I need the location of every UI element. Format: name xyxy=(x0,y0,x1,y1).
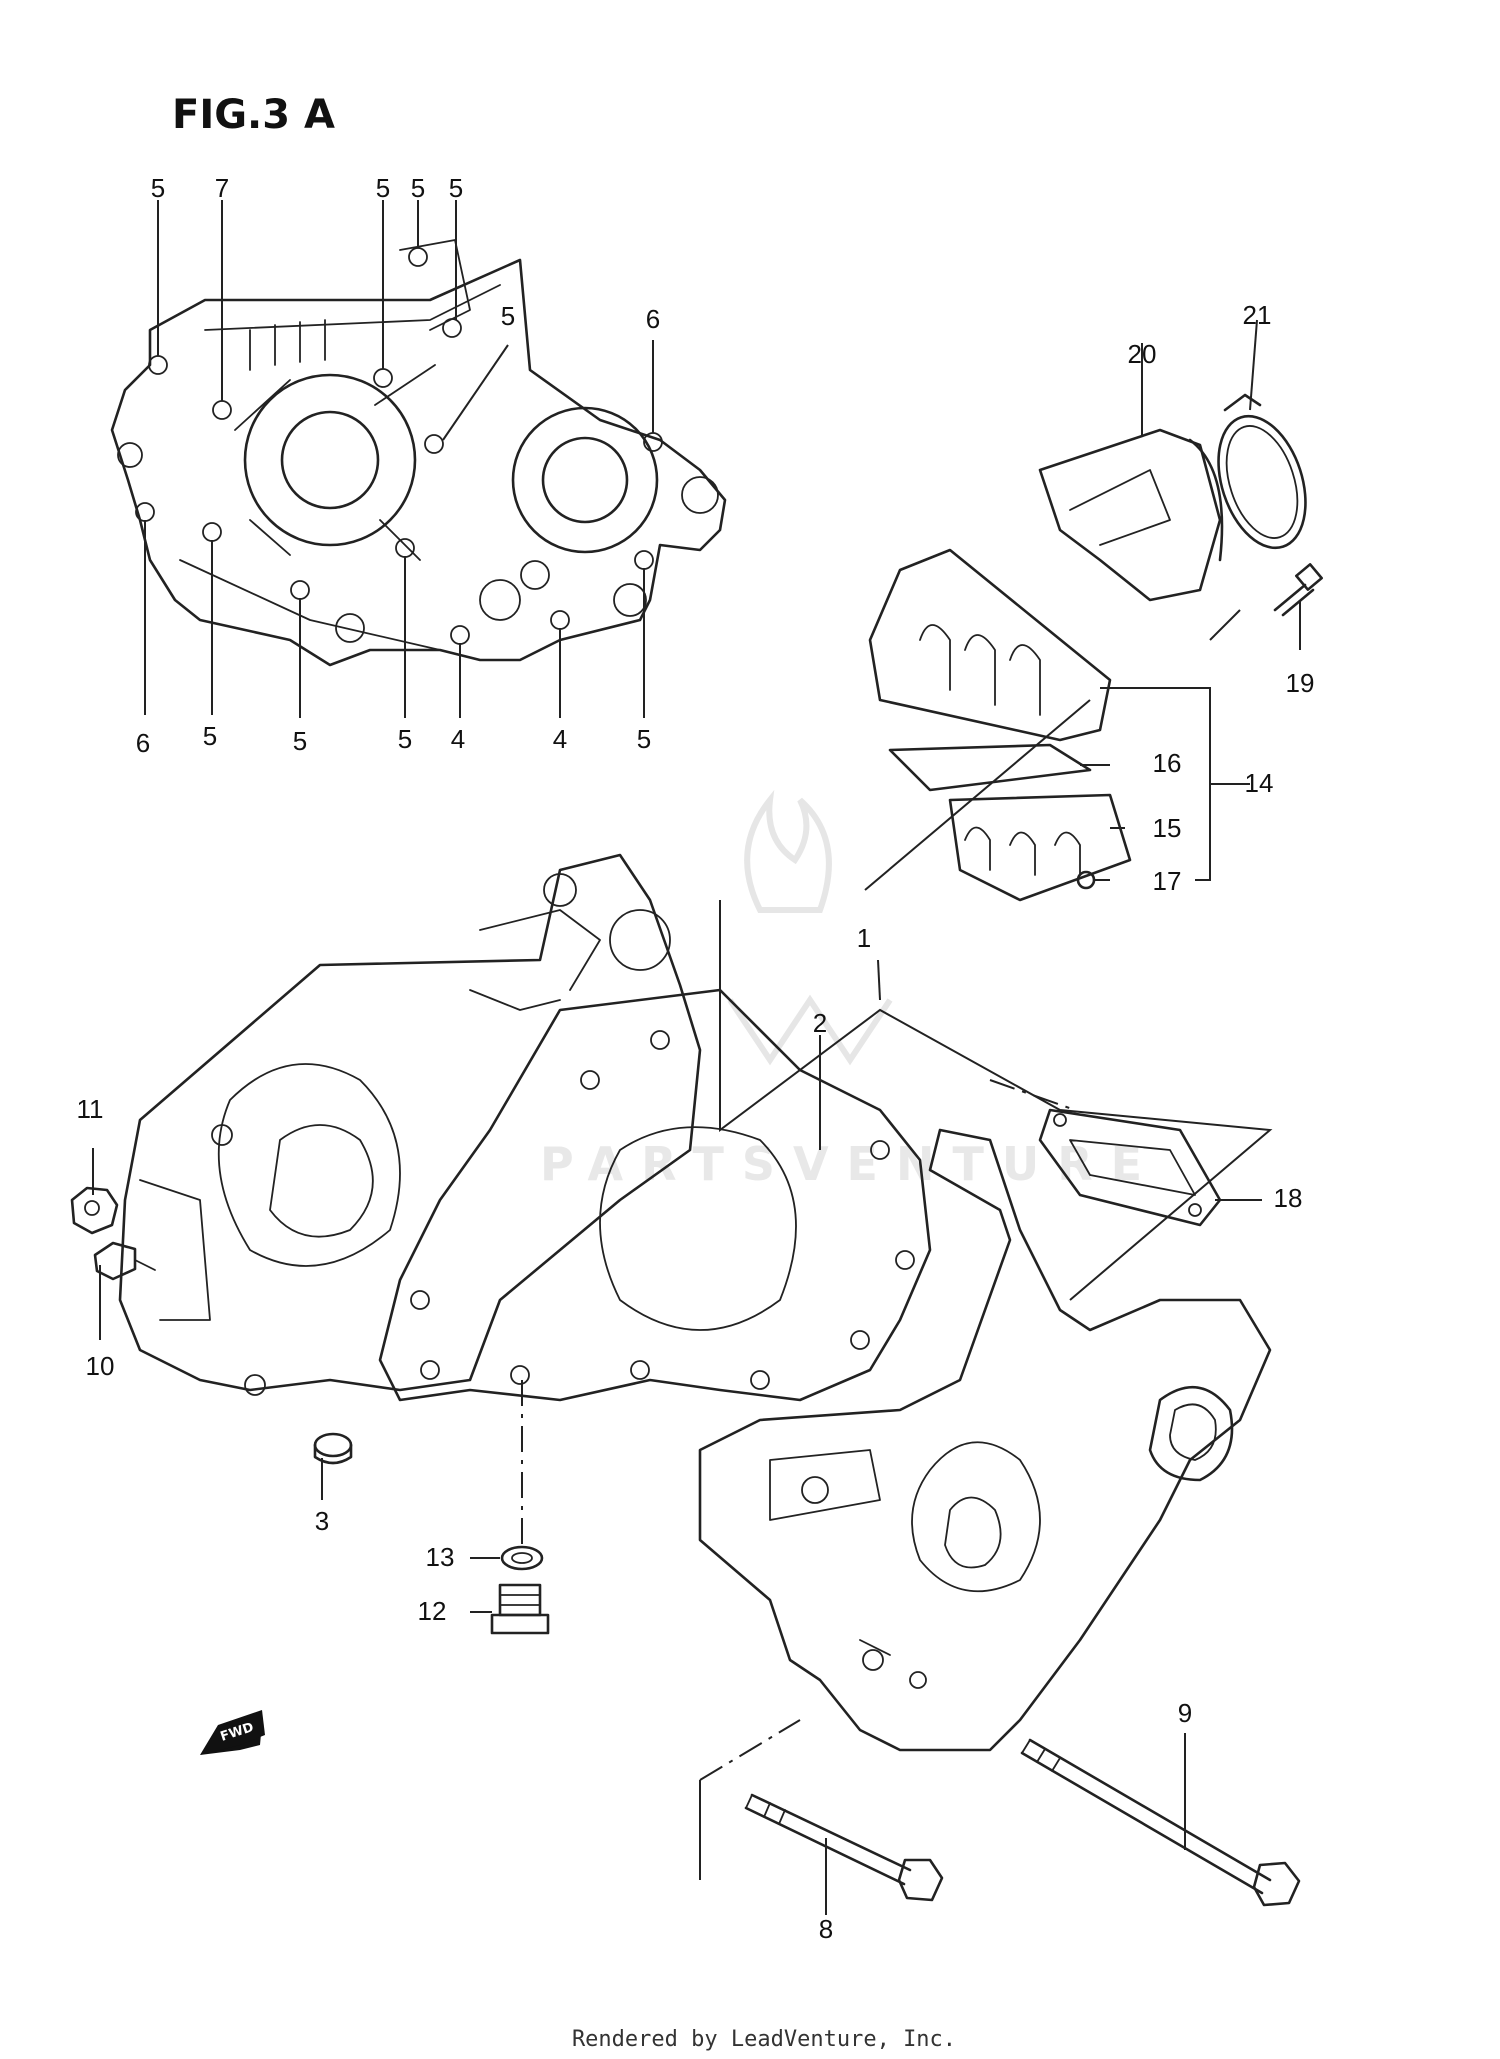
callout-1: 1 xyxy=(857,923,871,953)
callout-18: 18 xyxy=(1274,1183,1303,1213)
callout-6: 6 xyxy=(136,728,150,758)
clamp-screw xyxy=(1273,563,1323,617)
callout-9: 9 xyxy=(1178,1698,1192,1728)
callout-5: 5 xyxy=(376,173,390,203)
crankcase-gasket xyxy=(378,988,932,1402)
leaders-top-right xyxy=(864,319,1301,891)
watermark-logo xyxy=(727,789,893,1066)
callout-15: 15 xyxy=(1153,813,1182,843)
callout-3: 3 xyxy=(315,1506,329,1536)
gasket-washer-13 xyxy=(500,1545,544,1571)
callout-8: 8 xyxy=(819,1914,833,1944)
bolt-9 xyxy=(1020,1738,1301,1907)
callout-labels: 5 7 5 5 5 5 6 6 5 5 5 4 4 5 21 20 19 16 … xyxy=(77,173,1315,1944)
stud-10 xyxy=(93,1241,156,1281)
callout-5: 5 xyxy=(151,173,165,203)
callout-5: 5 xyxy=(501,301,515,331)
intake-pipe xyxy=(1038,428,1224,602)
intake-clamp xyxy=(1217,393,1307,550)
reed-valve-screw xyxy=(1076,870,1096,890)
callout-5: 5 xyxy=(411,173,425,203)
callout-10: 10 xyxy=(86,1351,115,1381)
callout-14: 14 xyxy=(1245,768,1274,798)
drain-plug-12 xyxy=(490,1583,550,1635)
callout-17: 17 xyxy=(1153,866,1182,896)
crankcase-right-half xyxy=(698,1128,1272,1752)
leaders-lower xyxy=(92,900,1273,1915)
callout-5: 5 xyxy=(449,173,463,203)
render-credit: Rendered by LeadVenture, Inc. xyxy=(572,2027,956,2052)
callout-5: 5 xyxy=(203,721,217,751)
callout-16: 16 xyxy=(1153,748,1182,778)
reed-valve-petal xyxy=(948,793,1132,902)
reed-valve-stopper-plate xyxy=(888,743,1092,792)
leaders-top-left xyxy=(144,200,654,718)
callout-5: 5 xyxy=(637,724,651,754)
callout-13: 13 xyxy=(426,1542,455,1572)
callout-20: 20 xyxy=(1128,339,1157,369)
callout-11: 11 xyxy=(77,1094,104,1124)
callout-2: 2 xyxy=(813,1008,827,1038)
reed-valve-body xyxy=(868,548,1112,742)
callout-19: 19 xyxy=(1286,668,1315,698)
dowel-pin-3 xyxy=(313,1432,353,1465)
forward-direction-arrow: FWD xyxy=(200,1710,265,1755)
callout-6: 6 xyxy=(646,304,660,334)
callout-4: 4 xyxy=(451,724,465,754)
callout-4: 4 xyxy=(553,724,567,754)
crankcase-gasket-top-view xyxy=(110,239,727,667)
callout-12: 12 xyxy=(418,1596,447,1626)
callout-21: 21 xyxy=(1243,300,1272,330)
watermark-text: PARTSVENTURE xyxy=(540,1137,1160,1191)
crankcase-left-half xyxy=(118,853,702,1396)
figure-title: FIG.3 A xyxy=(172,92,335,138)
callout-5: 5 xyxy=(293,726,307,756)
nut-11 xyxy=(70,1186,119,1235)
callout-7: 7 xyxy=(215,173,229,203)
callout-5: 5 xyxy=(398,724,412,754)
bolt-8 xyxy=(744,1793,944,1902)
